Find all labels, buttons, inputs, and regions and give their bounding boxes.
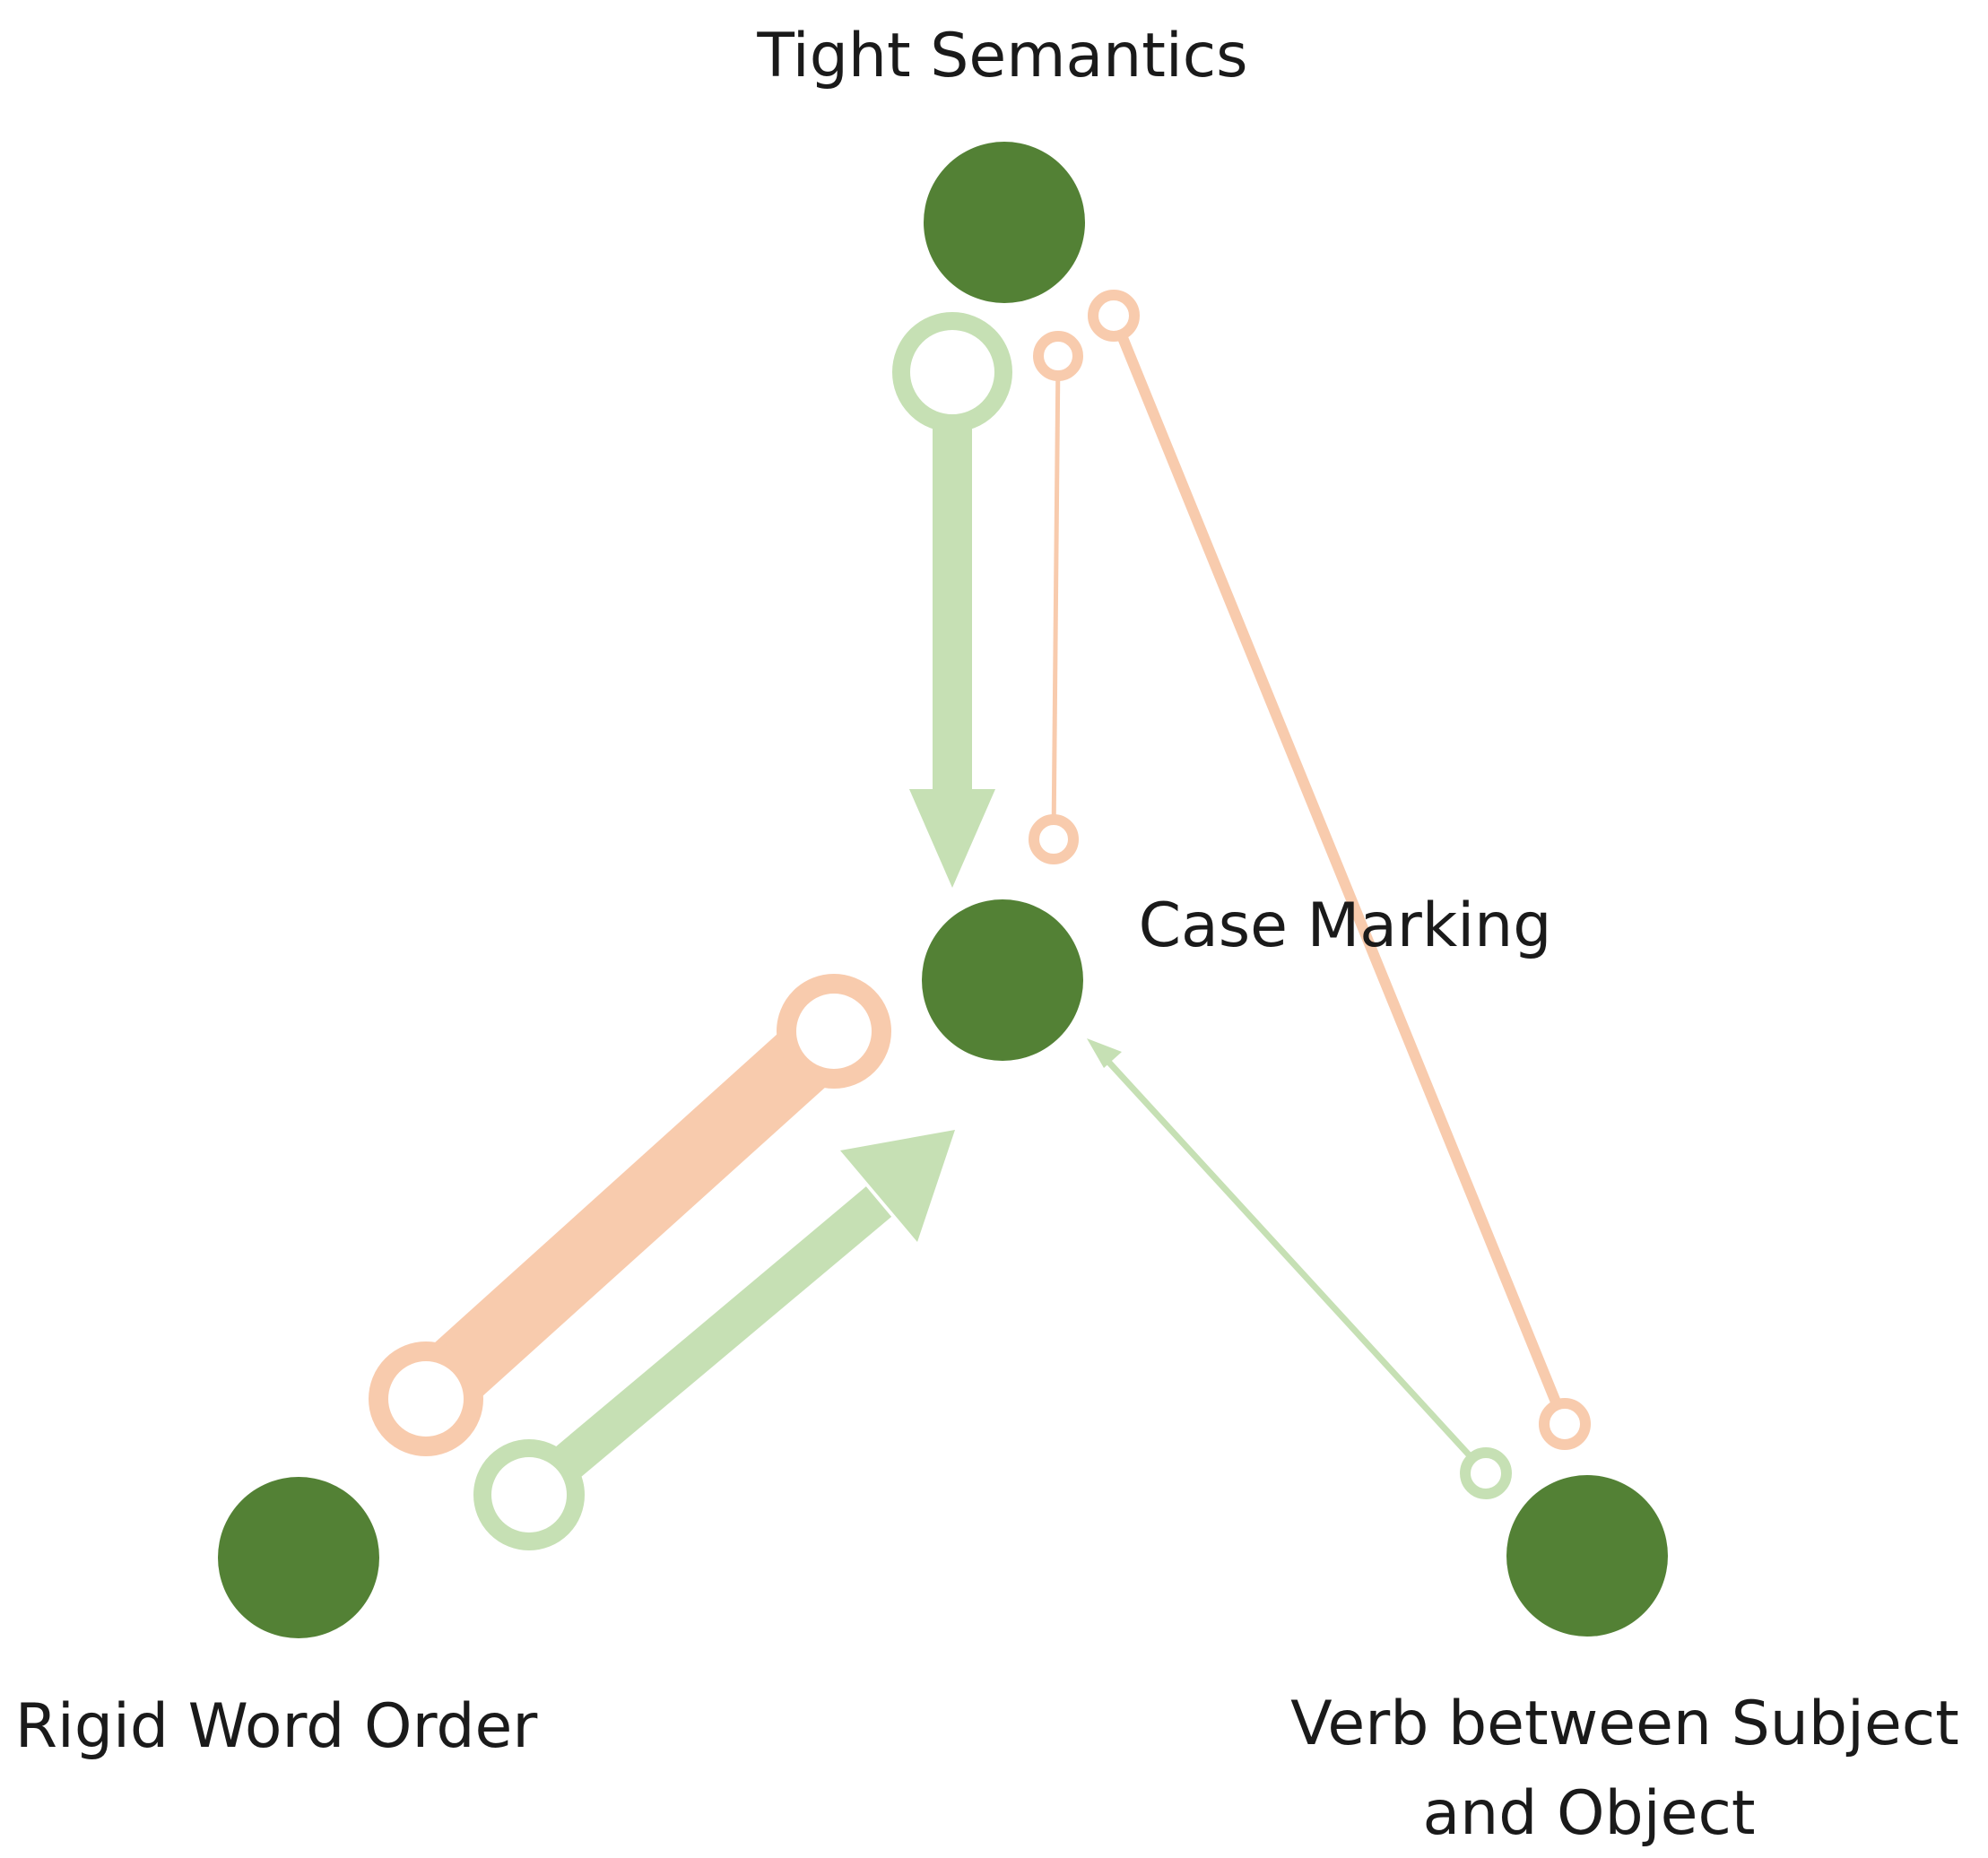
edge-end-circle-icon (1033, 331, 1083, 381)
node-tight-semantics (924, 142, 1085, 303)
node-verb-between (1506, 1475, 1668, 1637)
edge-end-circle-icon (1539, 1398, 1591, 1450)
node-case-marking (922, 899, 1083, 1061)
label-case-marking: Case Marking (1139, 890, 1552, 961)
label-tight-semantics: Tight Semantics (756, 21, 1247, 91)
edge-tight-semantics-case-marking-positive (892, 312, 1012, 888)
label-rigid-word-order: Rigid Word Order (15, 1691, 538, 1762)
edge-start-circle-icon (473, 1439, 585, 1550)
edge-end-circle-icon (369, 1341, 483, 1456)
edge-start-circle-icon (892, 312, 1012, 432)
label-verb-between-line1: Verb between Subject (1290, 1689, 1959, 1759)
edge-tight-semantics-case-marking-negative (1029, 331, 1083, 864)
arrowhead-icon (1087, 1038, 1122, 1068)
arrowhead-icon (840, 1130, 955, 1242)
edge-start-circle-icon (1460, 1447, 1512, 1499)
edge-end-circle-icon (1029, 814, 1079, 864)
edge-verb-between-case-marking-positive (1087, 1038, 1512, 1499)
node-rigid-word-order (218, 1477, 379, 1638)
edge-rigid-word-order-case-marking-positive (473, 1130, 955, 1550)
edge-end-circle-icon (1088, 290, 1140, 342)
edge-tight-semantics-verb-between-negative (1088, 290, 1591, 1450)
edge-end-circle-icon (777, 974, 891, 1089)
edge-rigid-word-order-case-marking-negative (369, 974, 891, 1456)
label-verb-between-line2: and Object (1422, 1778, 1755, 1849)
arrowhead-icon (909, 789, 995, 888)
